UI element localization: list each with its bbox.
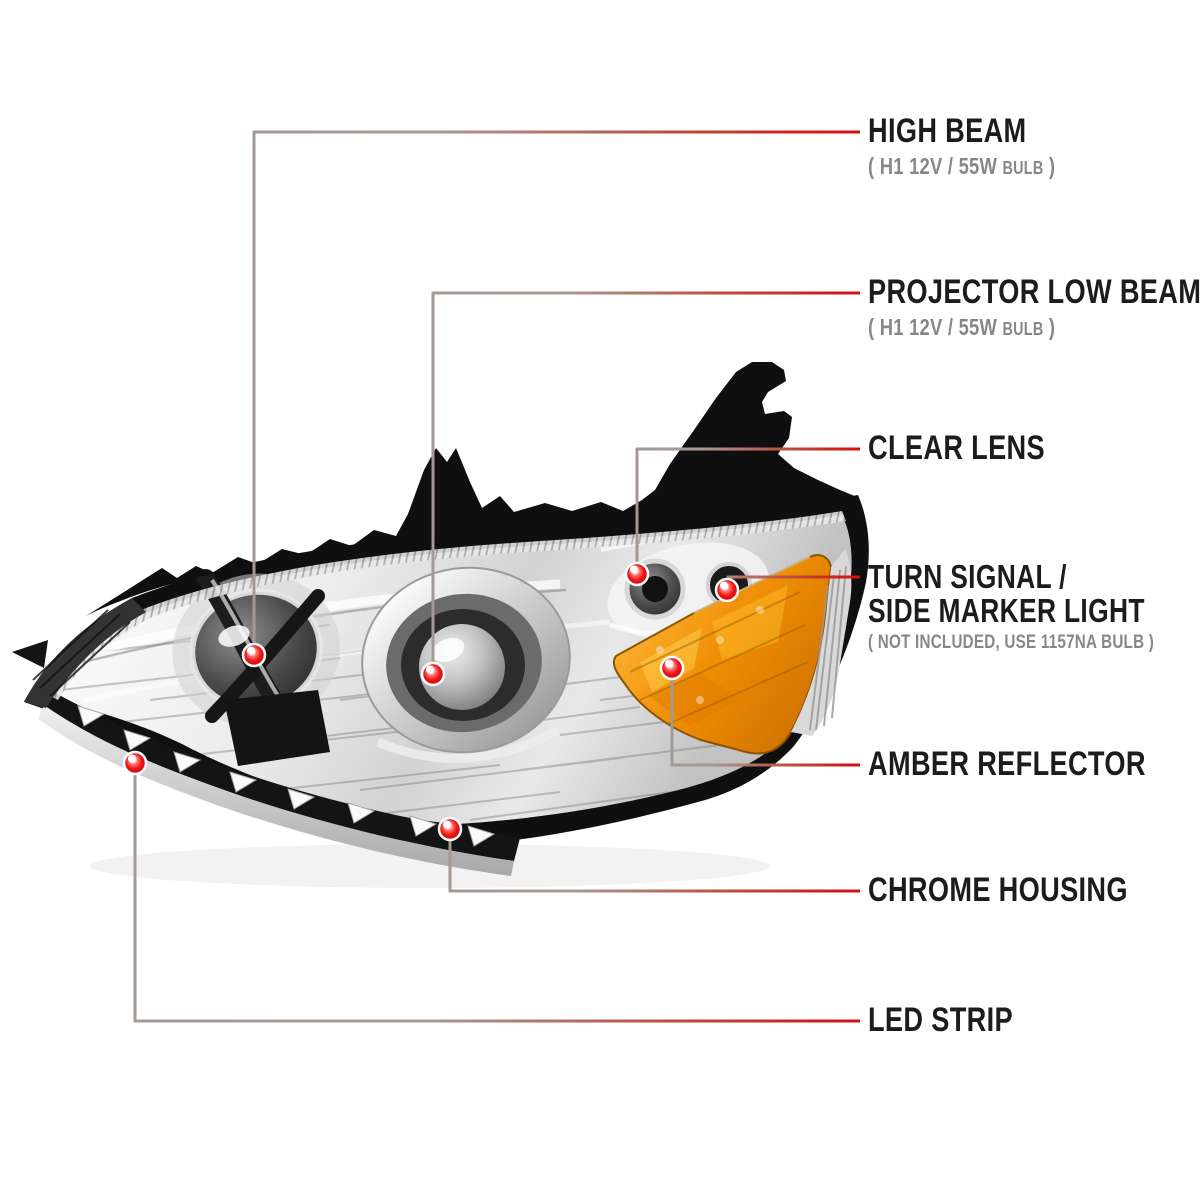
- callout-line-projector-low-beam: [431, 291, 860, 664]
- callout-line-chrome-housing: [448, 840, 860, 893]
- bracket-hole: [765, 396, 781, 408]
- label-subtitle: ( H1 12V / 55W BULB ): [868, 153, 1056, 179]
- label-title: TURN SIGNAL /: [868, 558, 1067, 595]
- top-chrome-band: [46, 511, 846, 700]
- side-marker-ribs: [791, 549, 852, 736]
- housing-nose: [12, 598, 146, 708]
- headlight-illustration: [12, 362, 869, 888]
- callout-label-led-strip: LED STRIP: [868, 1002, 1049, 1039]
- label-title: LED STRIP: [868, 1001, 1013, 1039]
- callout-dot-chrome-housing: [437, 816, 463, 842]
- callout-label-turn-signal-side-marker: TURN SIGNAL / SIDE MARKER LIGHT ( NOT IN…: [868, 560, 1200, 654]
- led-strip-graphic: [38, 690, 520, 876]
- label-title: AMBER REFLECTOR: [868, 745, 1146, 783]
- ground-shadow: [90, 844, 770, 888]
- label-title: CLEAR LENS: [868, 429, 1045, 467]
- callout-line-high-beam: [252, 130, 860, 646]
- callout-dot-led-strip: [122, 750, 148, 776]
- callout-label-high-beam: HIGH BEAM ( H1 12V / 55W BULB ): [868, 113, 1102, 181]
- mounting-brackets: [86, 362, 858, 616]
- projector-lens: [361, 566, 571, 763]
- callout-dot-projector-low-beam: [420, 661, 446, 687]
- led-elements: [77, 705, 496, 847]
- callout-dot-clear-lens: [624, 561, 650, 587]
- label-title: HIGH BEAM: [868, 112, 1027, 150]
- callout-dots: [122, 561, 740, 842]
- label-title-line2: SIDE MARKER LIGHT: [868, 592, 1145, 629]
- callout-label-projector-low-beam: PROJECTOR LOW BEAM ( H1 12V / 55W BULB ): [868, 274, 1200, 342]
- callout-line-amber-reflector: [670, 678, 860, 767]
- callout-line-clear-lens: [635, 447, 860, 564]
- label-subtitle: ( H1 12V / 55W BULB ): [868, 314, 1056, 340]
- label-subtitle: ( NOT INCLUDED, USE 1157NA BULB ): [868, 632, 1155, 653]
- callout-dot-high-beam: [241, 642, 267, 668]
- callout-label-amber-reflector: AMBER REFLECTOR: [868, 746, 1200, 783]
- chrome-lip: [38, 705, 514, 876]
- callout-line-led-strip: [133, 774, 860, 1023]
- label-title: CHROME HOUSING: [868, 871, 1128, 909]
- callout-label-clear-lens: CLEAR LENS: [868, 430, 1089, 467]
- amber-reflector-graphic: [612, 554, 833, 755]
- callout-dot-turn-signal: [714, 577, 740, 603]
- callout-dot-amber-reflector: [659, 655, 685, 681]
- callout-lines: [133, 130, 860, 1023]
- callout-label-chrome-housing: CHROME HOUSING: [868, 872, 1193, 909]
- label-title: PROJECTOR LOW BEAM: [868, 273, 1200, 311]
